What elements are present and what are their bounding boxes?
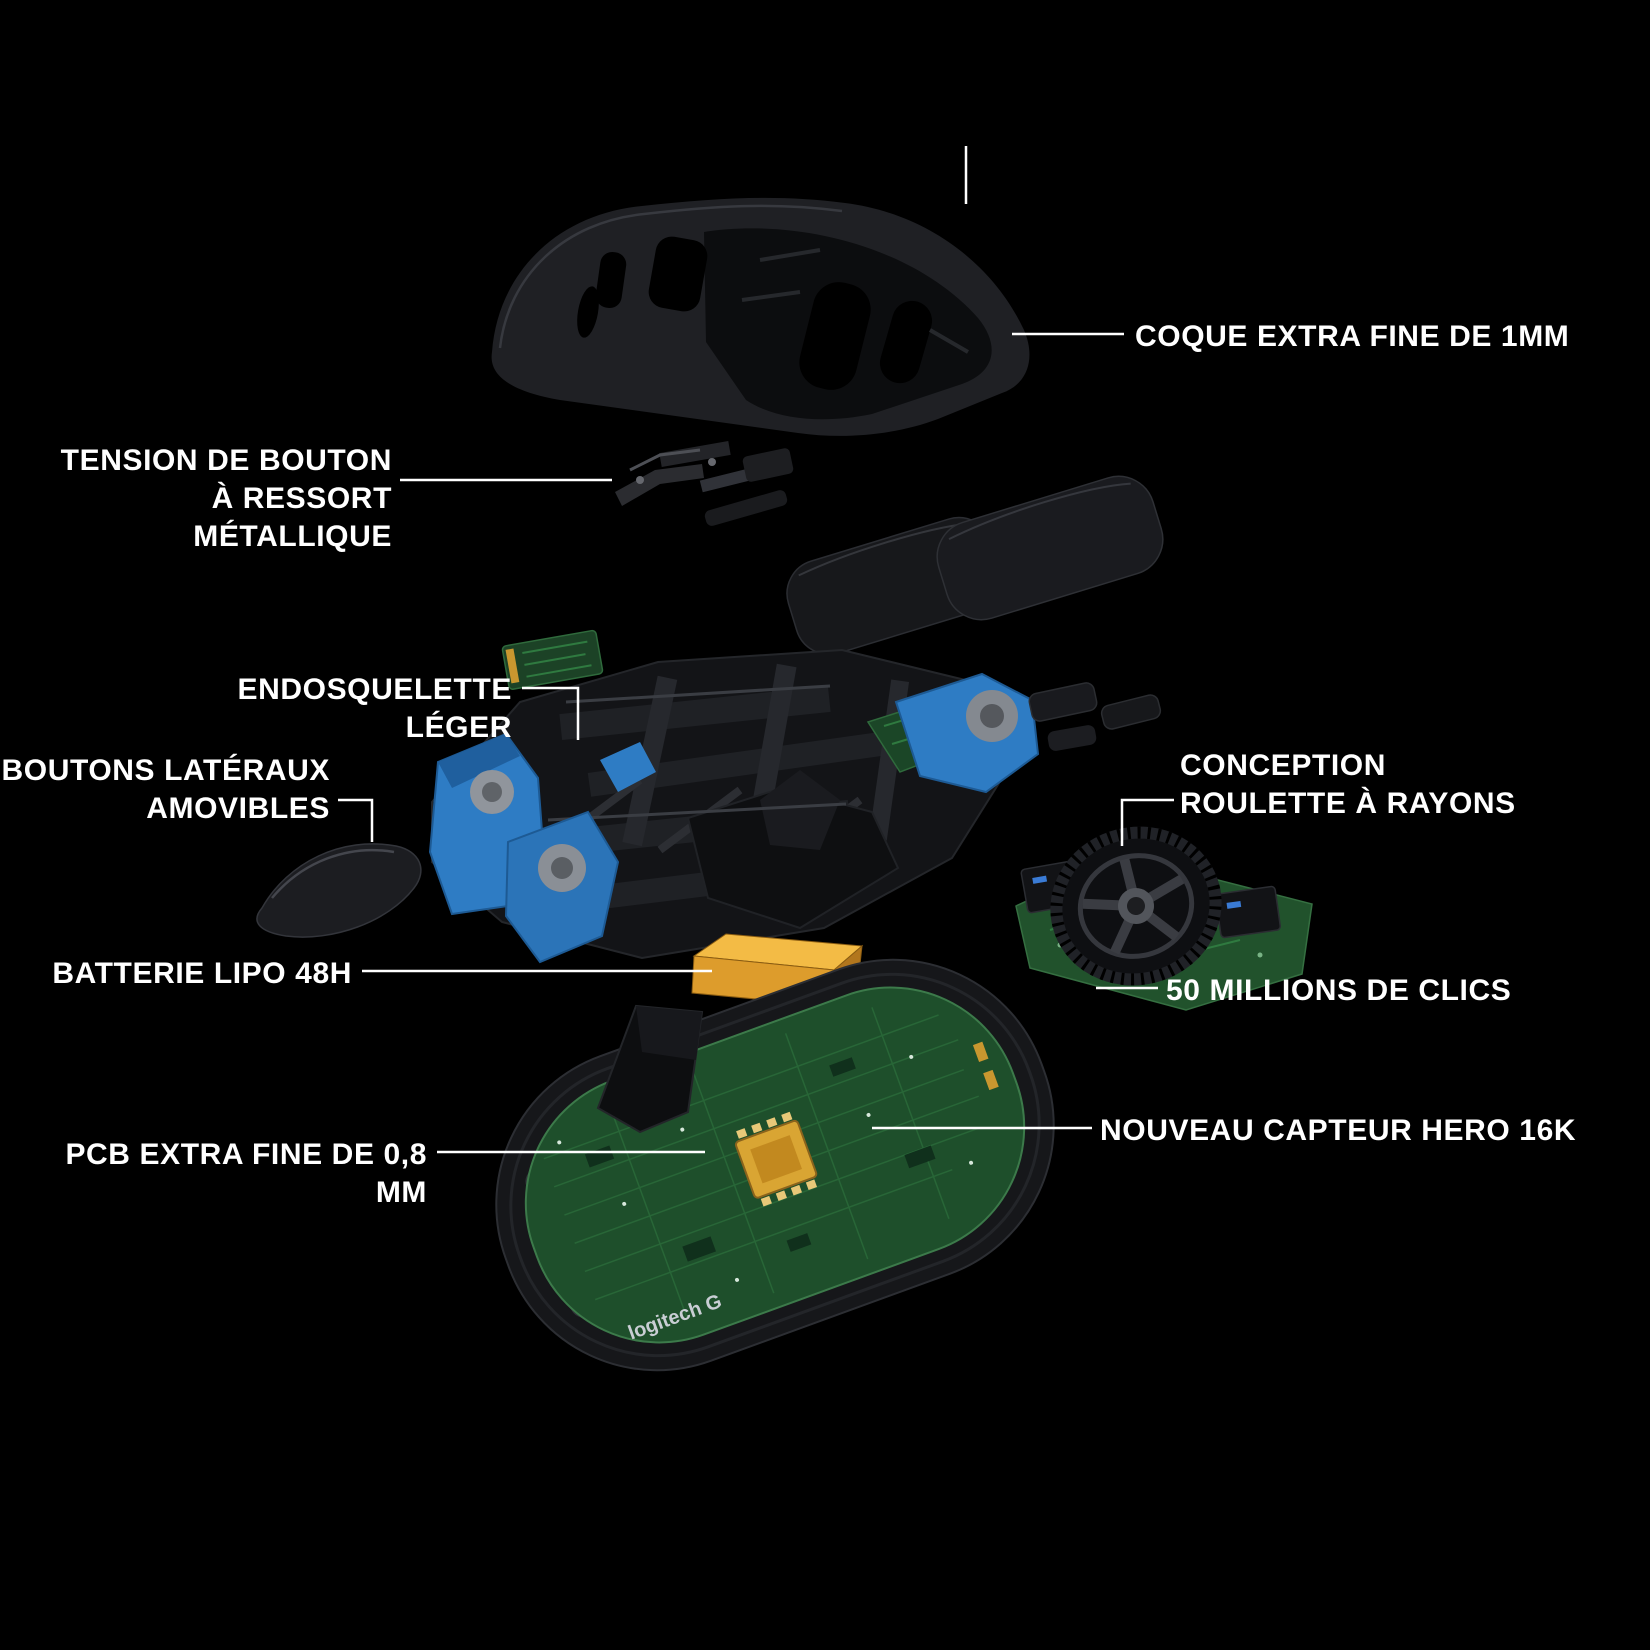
label-spring-tension: TENSION DE BOUTON À RESSORT MÉTALLIQUE <box>60 444 392 554</box>
wheel-assembly-graphic <box>1015 826 1313 1011</box>
small-pcb-graphic <box>501 629 604 690</box>
top-shell-graphic <box>491 197 1030 436</box>
leader-line-side-buttons <box>338 798 374 842</box>
label-pcb: PCB EXTRA FINE DE 0,8 MM <box>65 1138 427 1210</box>
side-button-graphic <box>256 843 422 938</box>
leader-lines <box>338 146 1174 1154</box>
label-hero-sensor: NOUVEAU CAPTEUR HERO 16K <box>1100 1114 1577 1147</box>
label-side-buttons: BOUTONS LATÉRAUX AMOVIBLES <box>1 754 330 826</box>
label-battery: BATTERIE LIPO 48H <box>52 957 352 990</box>
endoskeleton-graphic <box>428 648 1040 964</box>
label-click-rating: 50 MILLIONS DE CLICS <box>1166 974 1512 1007</box>
small-parts-graphic <box>1028 682 1162 751</box>
label-wheel-design: CONCEPTION ROULETTE À RAYONS <box>1180 749 1516 821</box>
leader-line-endoskeleton <box>522 686 580 740</box>
label-shell: COQUE EXTRA FINE DE 1MM <box>1135 320 1570 353</box>
scroll-wheel-graphic <box>1050 826 1222 986</box>
button-covers-graphic <box>786 475 1164 656</box>
kickstand-graphic <box>596 1004 704 1134</box>
hero-sensor-graphic <box>734 1111 818 1207</box>
label-endoskeleton: ENDOSQUELETTE LÉGER <box>237 673 512 745</box>
leader-line-wheel <box>1120 798 1174 846</box>
spring-tension-graphic <box>615 441 794 526</box>
